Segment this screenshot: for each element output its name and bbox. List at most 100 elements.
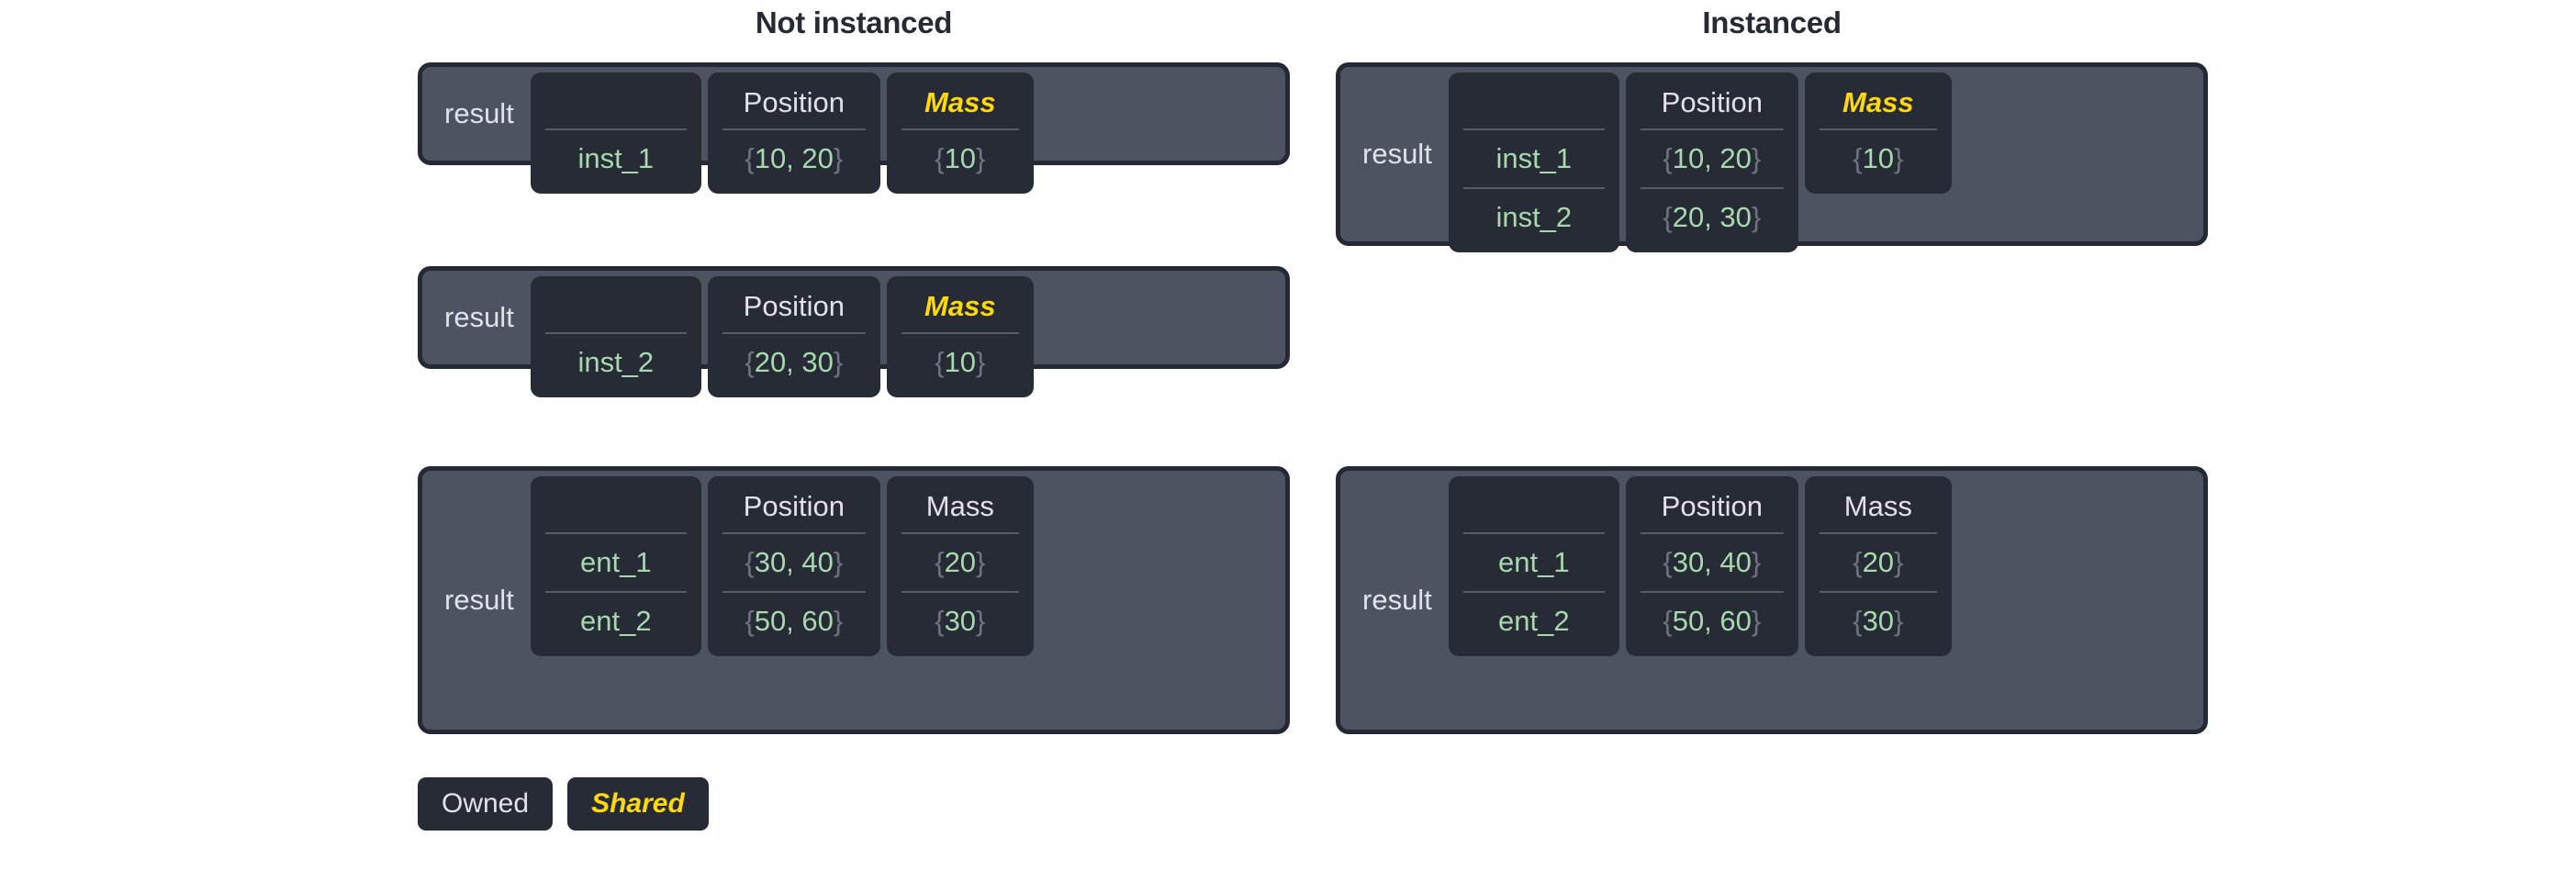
brace-open: { bbox=[745, 346, 755, 378]
brace-open: { bbox=[935, 142, 945, 174]
row-separator bbox=[1640, 128, 1784, 130]
row-separator bbox=[1462, 532, 1605, 534]
position-value-text: 20, 30 bbox=[754, 346, 834, 378]
id-column-card: ent_1 ent_2 bbox=[1448, 476, 1619, 656]
brace-open: { bbox=[745, 605, 755, 637]
mass-value-text: 30 bbox=[1862, 605, 1895, 637]
position-value-cell: {50, 60} bbox=[1626, 596, 1798, 647]
mass-column-card: Mass{10} bbox=[1804, 72, 1952, 194]
mass-column-header: Mass bbox=[1843, 490, 1912, 522]
brace-close: } bbox=[976, 605, 986, 637]
row-separator bbox=[1640, 187, 1784, 189]
mass-column-card: Mass {20}{30} bbox=[886, 476, 1034, 656]
column-title-instanced: Instanced bbox=[1702, 6, 1842, 39]
legend-chip-shared: Shared bbox=[567, 777, 709, 831]
row-separator bbox=[544, 128, 687, 130]
position-column-header: Position bbox=[743, 290, 845, 322]
mass-value-text: 30 bbox=[944, 605, 977, 637]
mass-value-cell: {20} bbox=[1805, 537, 1952, 588]
result-label: result bbox=[444, 301, 514, 333]
row-separator bbox=[722, 532, 866, 534]
position-column-header: Position bbox=[743, 86, 845, 118]
row-separator bbox=[901, 128, 1019, 130]
position-column-card: Position {20, 30} bbox=[707, 276, 880, 397]
result-label: result bbox=[1362, 584, 1432, 616]
position-value-text: 30, 40 bbox=[1672, 546, 1752, 578]
id-column-card: inst_1 bbox=[530, 72, 701, 194]
mass-value-text: 10 bbox=[944, 346, 977, 378]
result-label: result bbox=[1362, 138, 1432, 170]
row-separator bbox=[1462, 128, 1605, 130]
brace-close: } bbox=[1751, 142, 1762, 174]
row-separator bbox=[1640, 532, 1784, 534]
row-separator bbox=[1462, 187, 1605, 189]
id-value-cell: ent_2 bbox=[1498, 605, 1570, 637]
row-separator bbox=[544, 332, 687, 334]
id-value-cell: inst_1 bbox=[1495, 142, 1573, 174]
position-value-text: 10, 20 bbox=[754, 142, 834, 174]
mass-value-cell: {30} bbox=[887, 596, 1034, 647]
brace-close: } bbox=[1751, 546, 1762, 578]
row-separator bbox=[901, 591, 1019, 593]
position-value-cell: {20, 30} bbox=[1626, 192, 1798, 243]
position-column-card: Position{30, 40}{50, 60} bbox=[707, 476, 880, 656]
row-separator bbox=[1640, 591, 1784, 593]
position-value-text: 30, 40 bbox=[754, 546, 834, 578]
id-column-header bbox=[531, 284, 701, 329]
mass-column-card: Mass{20}{30} bbox=[1804, 476, 1952, 656]
position-column-card: Position{30, 40}{50, 60} bbox=[1625, 476, 1798, 656]
id-column-header bbox=[531, 80, 701, 126]
position-column-header: Position bbox=[743, 490, 845, 522]
position-value-text: 20, 30 bbox=[1672, 201, 1752, 233]
row-separator bbox=[544, 532, 687, 534]
id-value-cell: ent_1 bbox=[580, 546, 652, 578]
position-column-header: Position bbox=[1661, 86, 1763, 118]
position-value-cell: {30, 40} bbox=[708, 537, 880, 588]
brace-open: { bbox=[1853, 142, 1863, 174]
column-title-not-instanced: Not instanced bbox=[755, 6, 953, 39]
brace-close: } bbox=[1751, 605, 1762, 637]
legend: Owned Shared bbox=[418, 777, 709, 831]
id-value-cell: inst_1 bbox=[577, 142, 655, 174]
brace-open: { bbox=[745, 546, 755, 578]
position-value-cell: {10, 20} bbox=[708, 133, 880, 184]
brace-open: { bbox=[1853, 605, 1863, 637]
mass-value-cell: {30} bbox=[1805, 596, 1952, 647]
row-separator bbox=[901, 532, 1019, 534]
brace-open: { bbox=[1853, 546, 1863, 578]
mass-value-text: 10 bbox=[944, 142, 977, 174]
position-column-card: Position{10, 20}{20, 30} bbox=[1625, 72, 1798, 252]
brace-close: } bbox=[1894, 546, 1904, 578]
id-value-cell: ent_1 bbox=[1498, 546, 1570, 578]
mass-column-header: Mass bbox=[925, 490, 994, 522]
row-separator bbox=[722, 591, 866, 593]
row-separator bbox=[722, 332, 866, 334]
brace-open: { bbox=[935, 346, 945, 378]
row-separator bbox=[1819, 532, 1937, 534]
mass-column-card: Mass{10} bbox=[886, 72, 1034, 194]
brace-open: { bbox=[935, 546, 945, 578]
row-separator bbox=[1819, 128, 1937, 130]
mass-value-text: 20 bbox=[944, 546, 977, 578]
brace-close: } bbox=[833, 346, 844, 378]
brace-open: { bbox=[1663, 546, 1673, 578]
brace-open: { bbox=[1663, 605, 1673, 637]
row-separator bbox=[1819, 591, 1937, 593]
brace-open: { bbox=[745, 142, 755, 174]
position-column-header: Position bbox=[1661, 490, 1763, 522]
brace-open: { bbox=[935, 605, 945, 637]
brace-close: } bbox=[833, 142, 844, 174]
row-separator bbox=[1462, 591, 1605, 593]
